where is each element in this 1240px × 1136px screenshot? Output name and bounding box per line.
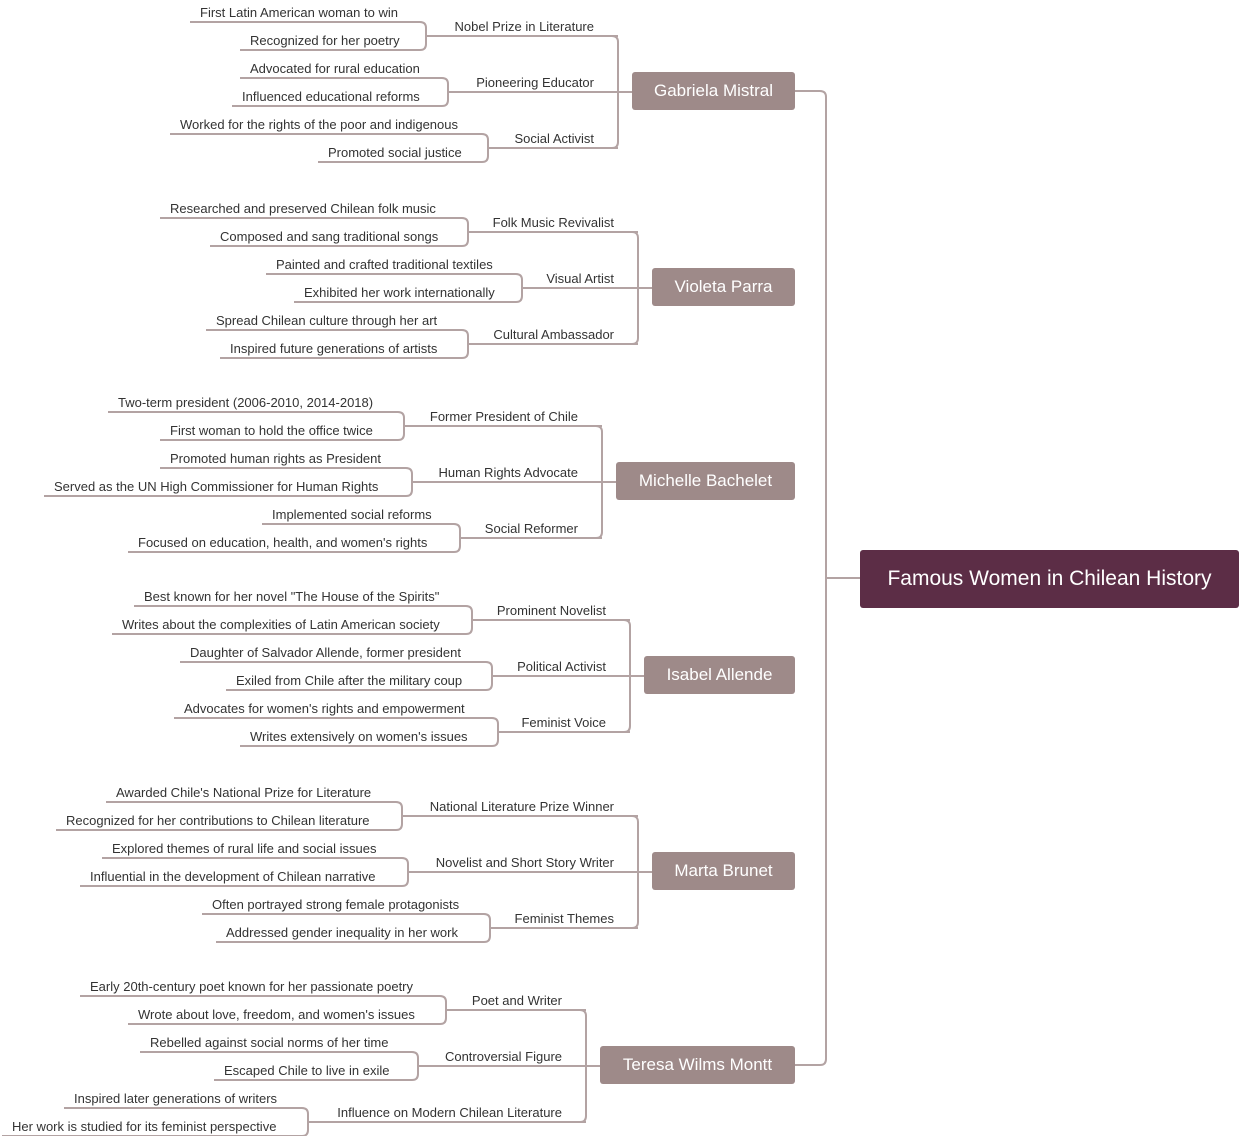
branch-label[interactable]: Cultural Ambassador (493, 327, 614, 342)
leaf-label[interactable]: Influenced educational reforms (242, 89, 420, 104)
branch-label[interactable]: National Literature Prize Winner (429, 799, 614, 814)
leaf-bracket (439, 995, 447, 1025)
leaf-label[interactable]: Best known for her novel "The House of t… (144, 589, 440, 604)
branch-label[interactable]: Political Activist (517, 659, 606, 674)
leaf-bracket (515, 273, 523, 303)
leaf-label[interactable]: Focused on education, health, and women'… (138, 535, 428, 550)
leaf-label[interactable]: Escaped Chile to live in exile (224, 1063, 390, 1078)
leaf-bracket (405, 467, 413, 497)
leaf-label[interactable]: Promoted social justice (328, 145, 462, 160)
leaf-label[interactable]: Recognized for her contributions to Chil… (66, 813, 370, 828)
leaf-bracket (481, 133, 489, 163)
leaf-bracket (419, 21, 427, 51)
branch-label[interactable]: Prominent Novelist (496, 603, 606, 618)
branch-label[interactable]: Feminist Voice (521, 715, 606, 730)
branch-label[interactable]: Nobel Prize in Literature (454, 19, 594, 34)
leaf-label[interactable]: Researched and preserved Chilean folk mu… (170, 201, 436, 216)
person-node[interactable]: Isabel Allende (644, 656, 795, 694)
branch-label[interactable]: Social Activist (514, 131, 594, 146)
leaf-bracket (395, 801, 403, 831)
leaf-label[interactable]: Promoted human rights as President (170, 451, 381, 466)
leaf-bracket (397, 411, 405, 441)
branch-label[interactable]: Controversial Figure (444, 1049, 562, 1064)
leaf-label[interactable]: Exiled from Chile after the military cou… (236, 673, 463, 688)
leaf-label[interactable]: Inspired future generations of artists (230, 341, 438, 356)
leaf-label[interactable]: Two-term president (2006-2010, 2014-2018… (118, 395, 374, 410)
root-node[interactable]: Famous Women in Chilean History (860, 550, 1239, 608)
leaf-label[interactable]: Recognized for her poetry (250, 33, 400, 48)
leaf-label[interactable]: Her work is studied for its feminist per… (12, 1119, 277, 1134)
leaf-label[interactable]: Awarded Chile's National Prize for Liter… (116, 785, 372, 800)
leaf-label[interactable]: Served as the UN High Commissioner for H… (54, 479, 379, 494)
person-node[interactable]: Violeta Parra (652, 268, 795, 306)
branch-label[interactable]: Human Rights Advocate (438, 465, 578, 480)
leaf-label[interactable]: Daughter of Salvador Allende, former pre… (190, 645, 461, 660)
leaf-label[interactable]: Often portrayed strong female protagonis… (212, 897, 460, 912)
leaf-bracket (301, 1107, 309, 1136)
branch-label[interactable]: Poet and Writer (471, 993, 562, 1008)
leaf-bracket (483, 913, 491, 943)
branch-label[interactable]: Social Reformer (484, 521, 578, 536)
leaf-label[interactable]: Advocates for women's rights and empower… (184, 701, 465, 716)
leaf-label[interactable]: Influential in the development of Chilea… (90, 869, 376, 884)
leaf-label[interactable]: Addressed gender inequality in her work (226, 925, 458, 940)
leaf-bracket (401, 857, 409, 887)
branch-label[interactable]: Former President of Chile (429, 409, 578, 424)
leaf-label[interactable]: Early 20th-century poet known for her pa… (90, 979, 414, 994)
leaf-bracket (461, 329, 469, 359)
person-node[interactable]: Teresa Wilms Montt (600, 1046, 795, 1084)
leaf-label[interactable]: Wrote about love, freedom, and women's i… (138, 1007, 415, 1022)
person-node[interactable]: Gabriela Mistral (632, 72, 795, 110)
branch-label[interactable]: Folk Music Revivalist (492, 215, 614, 230)
branch-label[interactable]: Feminist Themes (514, 911, 614, 926)
leaf-label[interactable]: Implemented social reforms (272, 507, 432, 522)
trunk-line (795, 90, 827, 1066)
leaf-bracket (465, 605, 473, 635)
leaf-label[interactable]: Composed and sang traditional songs (220, 229, 439, 244)
leaf-bracket (485, 661, 493, 691)
leaf-label[interactable]: First woman to hold the office twice (170, 423, 373, 438)
branch-label[interactable]: Influence on Modern Chilean Literature (337, 1105, 562, 1120)
branch-label[interactable]: Visual Artist (546, 271, 614, 286)
leaf-bracket (491, 717, 499, 747)
leaf-bracket (453, 523, 461, 553)
leaf-label[interactable]: Rebelled against social norms of her tim… (150, 1035, 389, 1050)
leaf-label[interactable]: First Latin American woman to win (200, 5, 398, 20)
leaf-label[interactable]: Painted and crafted traditional textiles (276, 257, 493, 272)
leaf-bracket (461, 217, 469, 247)
leaf-label[interactable]: Explored themes of rural life and social… (112, 841, 377, 856)
person-node[interactable]: Marta Brunet (652, 852, 795, 890)
leaf-label[interactable]: Writes about the complexities of Latin A… (122, 617, 440, 632)
leaf-bracket (441, 77, 449, 107)
leaf-bracket (411, 1051, 419, 1081)
leaf-label[interactable]: Exhibited her work internationally (304, 285, 495, 300)
leaf-label[interactable]: Spread Chilean culture through her art (216, 313, 438, 328)
leaf-label[interactable]: Writes extensively on women's issues (250, 729, 468, 744)
leaf-label[interactable]: Advocated for rural education (250, 61, 420, 76)
person-node[interactable]: Michelle Bachelet (616, 462, 795, 500)
branch-label[interactable]: Novelist and Short Story Writer (435, 855, 614, 870)
leaf-label[interactable]: Worked for the rights of the poor and in… (180, 117, 458, 132)
leaf-label[interactable]: Inspired later generations of writers (74, 1091, 278, 1106)
branch-label[interactable]: Pioneering Educator (476, 75, 594, 90)
